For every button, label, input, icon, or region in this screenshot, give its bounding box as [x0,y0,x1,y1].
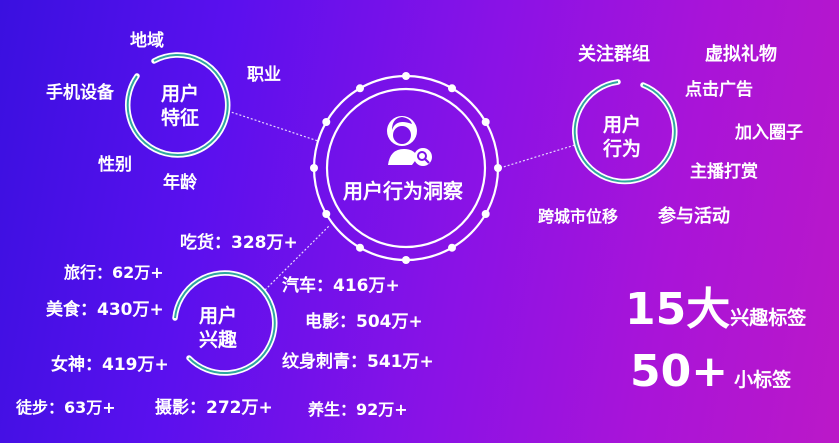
interest-tag: 电影：504万+ [305,312,423,332]
interest-tag: 女神：419万+ [51,355,169,375]
behavior-tag: 跨城市位移 [538,207,619,226]
stat-number: 15大 [625,284,731,335]
interest-tag: 摄影：272万+ [155,398,273,418]
behavior-tag: 加入圈子 [735,123,803,143]
feature-tag: 职业 [247,65,281,85]
connector-line-features [227,110,319,142]
connector-line-interests [264,224,331,291]
feature-tag: 年龄 [163,173,197,193]
feature-tag: 性别 [98,155,132,175]
interest-tag: 汽车：416万+ [282,276,400,296]
stat-sub-tags: 50+小标签 [630,350,791,394]
interest-tag: 吃货：328万+ [180,233,298,253]
stat-label: 兴趣标签 [730,307,807,329]
feature-tag: 手机设备 [46,83,114,103]
behavior-tag: 虚拟礼物 [705,44,777,65]
interests-hub-title: 用户 兴趣 [198,305,237,351]
feature-tag: 地域 [130,31,164,51]
stat-number: 50+ [630,346,729,397]
stat-interest-categories: 15大兴趣标签 [625,288,806,332]
user-search-icon [387,116,432,166]
behavior-tag: 点击广告 [685,80,753,100]
interest-tag: 美食：430万+ [46,300,164,320]
behavior-tag: 参与活动 [658,206,730,227]
stat-label: 小标签 [734,369,792,391]
behavior-hub-title: 用户 行为 [602,114,641,160]
center-title: 用户行为洞察 [343,179,463,203]
behavior-ring [571,79,678,185]
interests-ring [172,270,278,376]
features-ring [125,52,231,158]
center-hub-rings [310,72,502,264]
behavior-tag: 主播打赏 [690,162,758,182]
interest-tag: 徒步：63万+ [16,398,116,417]
features-hub-title: 用户 特征 [160,83,199,129]
interest-tag: 旅行：62万+ [64,263,164,282]
connector-line-behavior [499,144,576,169]
interest-tag: 纹身刺青：541万+ [282,352,434,372]
behavior-tag: 关注群组 [578,44,650,65]
interest-tag: 养生：92万+ [308,400,408,419]
